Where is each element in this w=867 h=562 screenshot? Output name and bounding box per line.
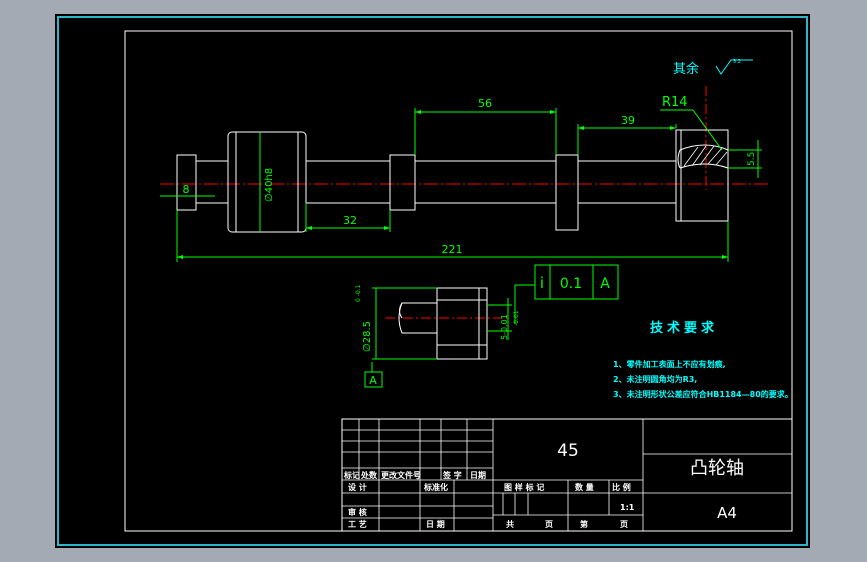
label-tuyang: 图 样 标 记 (504, 482, 544, 492)
dimension-lines (160, 108, 762, 262)
material: 45 (557, 441, 579, 461)
dim-dia28-tol: 0 -0.1 (355, 284, 362, 302)
label-shenhe: 审 核 (348, 507, 367, 517)
label-di: 第 (580, 519, 588, 529)
section-view: ∅28.5 0 -0.1 5-0.01 -0.01 (355, 284, 535, 372)
radius-label: R14 (662, 95, 688, 110)
cam-lobe (675, 129, 729, 222)
tolerance-datum: A (600, 276, 610, 292)
dim-dia28: ∅28.5 (362, 321, 373, 352)
dim-dia40: ∅40h8 (264, 168, 275, 202)
label-riqi: 日期 (470, 470, 486, 480)
dim-key: 5-0.01 (500, 314, 509, 340)
technical-requirements: 技术要求 1、零件加工表面上不应有划痕, 2、未注明圆角均为R3, 3、未注明形… (613, 320, 793, 399)
tech-req-item-3: 3、未注明形状公差应符合HB1184—80的要求。 (613, 389, 793, 399)
label-riqi2: 日 期 (426, 519, 445, 529)
shaft-outline (176, 129, 729, 233)
title-block: 45 凸轮轴 A4 标记 处数 更改文件号 签 字 日期 设 计 标准化 审 核… (341, 418, 793, 532)
outer-border (57, 16, 808, 546)
dim-56: 56 (478, 97, 492, 110)
scale-value: 1:1 (620, 503, 635, 512)
roughness-value: 3.2 (733, 59, 741, 65)
part-name: 凸轮轴 (690, 458, 744, 479)
dim-32: 32 (343, 214, 357, 227)
label-zhang2: 页 (620, 520, 628, 529)
label-bili: 比 例 (612, 482, 631, 492)
roughness-symbol (715, 59, 753, 75)
tech-req-item-2: 2、未注明圆角均为R3, (613, 374, 697, 384)
label-biaoji: 标记 (343, 470, 360, 480)
label-biaozhunhua: 标准化 (423, 482, 448, 492)
dim-39: 39 (621, 114, 635, 127)
label-gongyi: 工 艺 (348, 519, 367, 529)
label-gong: 共 (506, 519, 514, 529)
label-sheji: 设 计 (348, 482, 367, 492)
dimension-arrows (177, 110, 728, 259)
label-qianzi: 签 字 (442, 470, 462, 480)
label-zhang: 页 (545, 520, 553, 529)
dim-key-tol: -0.01 (513, 310, 520, 326)
tolerance-frame: i 0.1 A (534, 264, 619, 300)
datum-marker: A (364, 371, 383, 388)
roughness-note-text: 其余 (673, 61, 699, 77)
label-chushu: 处数 (360, 470, 378, 480)
radius-callout: R14 (660, 95, 723, 151)
tolerance-symbol: i (540, 274, 544, 292)
label-zhongliang: 数 量 (575, 482, 594, 492)
dim-cam-side: 5.5 (747, 152, 757, 166)
datum-label: A (369, 374, 377, 387)
tech-req-item-1: 1、零件加工表面上不应有划痕, (613, 359, 726, 369)
roughness-note: 其余 3.2 (673, 59, 753, 77)
dim-221: 221 (442, 243, 463, 256)
label-gengai: 更改文件号 (381, 470, 421, 480)
tech-req-title: 技术要求 (650, 320, 718, 336)
dim-8: 8 (183, 183, 190, 196)
sheet-size: A4 (717, 504, 737, 522)
model-space (55, 14, 810, 548)
tolerance-value: 0.1 (560, 276, 582, 292)
cam-hatch (683, 145, 728, 167)
